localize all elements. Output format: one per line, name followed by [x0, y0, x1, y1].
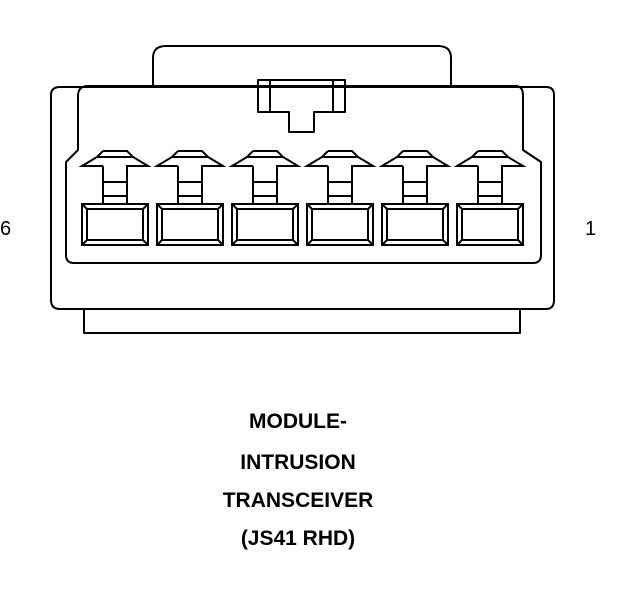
cavity-bevel [442, 239, 449, 246]
cavity-6 [78, 150, 152, 246]
cavity-bevel [231, 203, 238, 210]
cavity-row [78, 150, 527, 246]
bottom-base-plate [83, 309, 521, 334]
cavity-latch [453, 150, 527, 204]
cavity-latch [378, 150, 452, 204]
cavity-3 [303, 150, 377, 246]
cavity-bevel [442, 203, 449, 210]
cavity-inner [386, 208, 444, 241]
cavity-latch [303, 150, 377, 204]
cavity-bevel [292, 203, 299, 210]
cavity-bevel [517, 203, 524, 210]
cavity-outer [381, 203, 449, 246]
cavity-outer [456, 203, 524, 246]
cavity-bevel [306, 239, 313, 246]
cavity-4 [228, 150, 302, 246]
cavity-outer [81, 203, 149, 246]
cavity-bevel [456, 239, 463, 246]
cavity-bevel [231, 239, 238, 246]
cavity-latch [78, 150, 152, 204]
cavity-bevel [81, 203, 88, 210]
cavity-inner [461, 208, 519, 241]
cavity-latch [228, 150, 302, 204]
cavity-bevel [381, 203, 388, 210]
caption-line-1: MODULE- [249, 410, 347, 433]
cavity-outer [306, 203, 374, 246]
connector-housing-inner [65, 85, 542, 264]
cavity-bevel [517, 239, 524, 246]
cavity-bevel [156, 203, 163, 210]
cavity-inner [161, 208, 219, 241]
cavity-inner [236, 208, 294, 241]
cavity-bevel [142, 203, 149, 210]
cavity-latch [153, 150, 227, 204]
cavity-2 [378, 150, 452, 246]
cavity-bevel [306, 203, 313, 210]
cavity-bevel [156, 239, 163, 246]
pin-number-1-label: 1 [585, 218, 597, 240]
cavity-outer [231, 203, 299, 246]
cavity-bevel [367, 203, 374, 210]
cavity-bevel [81, 239, 88, 246]
cavity-inner [311, 208, 369, 241]
cavity-1 [453, 150, 527, 246]
cavity-5 [153, 150, 227, 246]
cavity-bevel [217, 203, 224, 210]
cavity-bevel [381, 239, 388, 246]
caption-line-3: TRANSCEIVER [222, 489, 374, 512]
cavity-bevel [367, 239, 374, 246]
cavity-inner [86, 208, 144, 241]
center-key [257, 79, 346, 133]
top-lock-tab [152, 45, 452, 88]
connector-housing-outer [50, 86, 555, 310]
caption-line-4: (JS41 RHD) [240, 527, 356, 550]
cavity-bevel [142, 239, 149, 246]
caption-line-2: INTRUSION [240, 451, 356, 474]
pin-number-6-label: 6 [0, 218, 12, 240]
cavity-outer [156, 203, 224, 246]
cavity-bevel [292, 239, 299, 246]
cavity-bevel [456, 203, 463, 210]
cavity-bevel [217, 239, 224, 246]
